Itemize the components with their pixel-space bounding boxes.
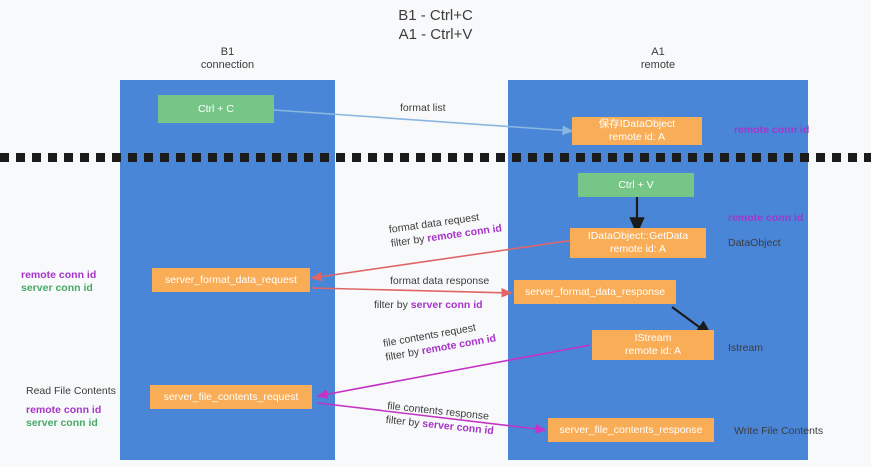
node-server-file-contents-response-line1: server_file_contents_response: [559, 423, 703, 436]
edge-label-format-data-response-text: format data response: [390, 275, 490, 287]
node-istream[interactable]: IStream remote id: A: [592, 330, 714, 360]
annotation-left-remote-conn-id-bottom: remote conn id: [26, 404, 102, 416]
node-istream-line1: IStream: [634, 332, 672, 344]
edge-file-contents-response: [317, 402, 547, 434]
filter-server-conn-id: server conn id: [410, 299, 483, 311]
annotation-istream: Istream: [728, 342, 764, 354]
column-header-a1-name: A1: [651, 46, 665, 58]
annotation-remote-conn-id-top: remote conn id: [734, 124, 810, 136]
annotation-left-remote-conn-id-mid: remote conn id: [21, 269, 97, 281]
annotation-remote-conn-id-mid: remote conn id: [728, 212, 804, 224]
phase-divider: [0, 153, 871, 162]
column-header-a1: A1 remote: [508, 46, 808, 72]
page-title: B1 - Ctrl+C A1 - Ctrl+V: [0, 6, 871, 44]
node-server-format-data-request-line1: server_format_data_request: [165, 273, 297, 286]
node-save-idataobject-line1: 保存IDataObject: [598, 118, 676, 130]
filter-by-text-2: filter by: [374, 299, 408, 311]
edge-label-format-data-response-filter: filter by server conn id: [374, 298, 483, 312]
node-ctrl-c[interactable]: Ctrl + C: [158, 95, 274, 123]
node-save-idataobject[interactable]: 保存IDataObject remote id: A: [572, 117, 702, 145]
edge-format-list: [273, 109, 574, 136]
node-ctrl-c-line1: Ctrl + C: [198, 102, 234, 115]
annotation-dataobject: DataObject: [728, 237, 781, 249]
node-server-format-data-request[interactable]: server_format_data_request: [152, 268, 310, 292]
edge-format-data-response: [311, 287, 513, 298]
annotation-write-file-contents: Write File Contents: [734, 425, 824, 437]
node-idataobject-getdata-line2: remote id: A: [609, 243, 667, 255]
column-header-b1-role: connection: [200, 59, 255, 71]
node-server-file-contents-request-line1: server_file_contents_request: [163, 390, 299, 403]
node-server-file-contents-request[interactable]: server_file_contents_request: [150, 385, 312, 409]
node-server-format-data-response[interactable]: server_format_data_response: [514, 280, 676, 304]
edge-response-to-istream: [671, 306, 714, 338]
annotation-read-file-contents: Read File Contents: [26, 385, 116, 397]
node-server-format-data-response-line1: server_format_data_response: [524, 285, 666, 298]
node-idataobject-getdata-line1: IDataObject::GetData: [587, 230, 689, 242]
node-istream-line2: remote id: A: [624, 345, 682, 357]
node-save-idataobject-line2: remote id: A: [608, 131, 666, 143]
annotation-left-server-conn-id-mid: server conn id: [21, 282, 93, 294]
node-idataobject-getdata[interactable]: IDataObject::GetData remote id: A: [570, 228, 706, 258]
title-line-1: B1 - Ctrl+C: [398, 7, 473, 24]
column-header-b1-name: B1: [220, 46, 235, 58]
filter-by-text-4: filter by: [385, 413, 421, 430]
node-ctrl-v-line1: Ctrl + V: [618, 178, 654, 191]
title-line-2: A1 - Ctrl+V: [398, 26, 473, 43]
edge-label-format-data-response: format data response: [390, 274, 489, 288]
node-server-file-contents-response[interactable]: server_file_contents_response: [548, 418, 714, 442]
node-ctrl-v[interactable]: Ctrl + V: [578, 173, 694, 197]
annotation-left-server-conn-id-bottom: server conn id: [26, 417, 98, 429]
edge-format-data-request: [310, 239, 575, 282]
column-header-a1-role: remote: [640, 59, 676, 71]
edge-label-format-list: format list: [400, 102, 446, 114]
edge-file-contents-request: [316, 344, 591, 399]
column-header-b1: B1 connection: [120, 46, 335, 72]
